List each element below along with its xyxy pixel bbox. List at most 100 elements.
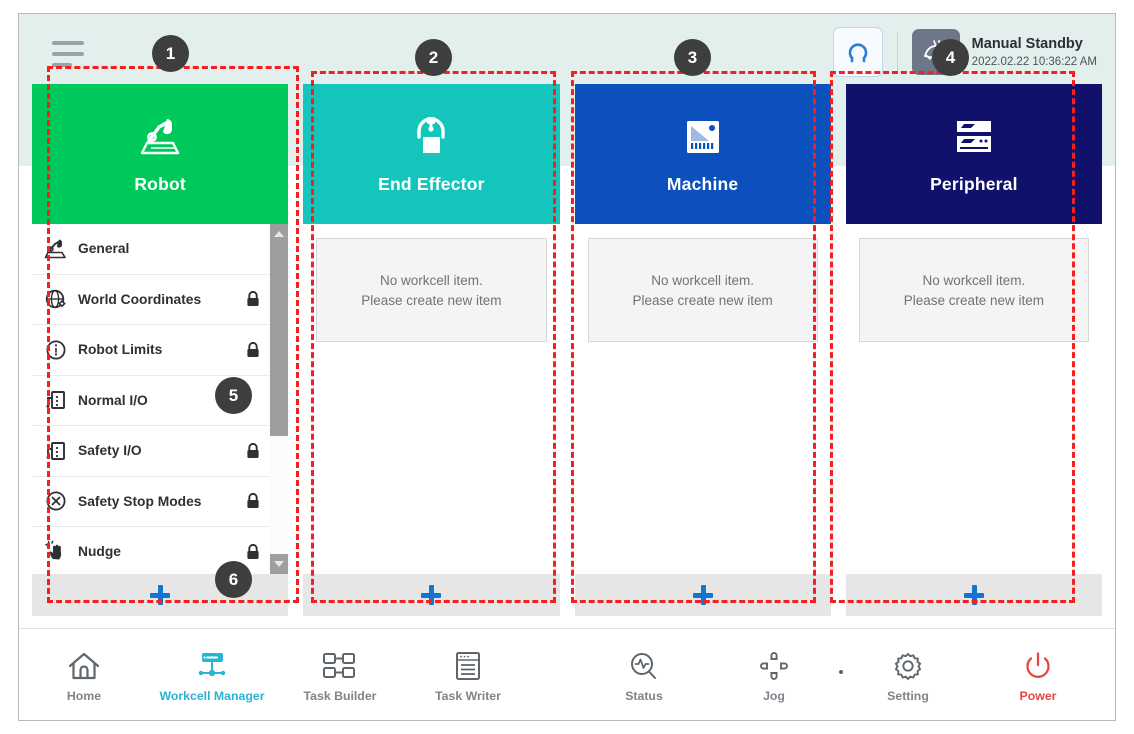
card-header-machine[interactable]: Machine xyxy=(574,84,831,224)
card-title-peripheral: Peripheral xyxy=(930,173,1018,194)
nav-item-task-builder[interactable]: Task Builder xyxy=(297,647,383,703)
hamburger-menu-icon[interactable] xyxy=(52,41,88,67)
card-header-robot[interactable]: Robot xyxy=(32,84,289,224)
list-item-general[interactable]: General xyxy=(32,224,289,275)
nav-item-power[interactable]: Power xyxy=(995,647,1081,703)
nav-label: Task Builder xyxy=(303,688,377,703)
lock-icon xyxy=(245,493,260,509)
nav-label: Workcell Manager xyxy=(159,688,265,703)
add-end-effector-item-button[interactable] xyxy=(303,574,560,616)
list-item-safety-io[interactable]: Safety I/O xyxy=(32,426,289,477)
gripper-icon xyxy=(410,114,452,160)
gripper-glyph xyxy=(417,116,446,153)
hamburger-line xyxy=(52,63,72,67)
add-peripheral-item-button[interactable] xyxy=(845,574,1102,616)
card-header-end-effector[interactable]: End Effector xyxy=(303,84,560,224)
nav-item-jog[interactable]: Jog xyxy=(731,647,817,703)
task-writer-icon xyxy=(453,647,483,681)
workcell-manager-glyph xyxy=(198,652,226,676)
nav-item-setting[interactable]: Setting xyxy=(865,647,951,703)
reset-arc-icon[interactable] xyxy=(832,27,883,77)
lock-icon xyxy=(245,543,260,560)
scroll-down-button[interactable] xyxy=(270,554,289,574)
robot-arm-icon xyxy=(137,114,183,160)
machine-icon xyxy=(682,114,724,160)
jog-dpad-glyph xyxy=(760,651,788,680)
status-magnifier-glyph xyxy=(631,652,656,679)
safety-stop-icon xyxy=(38,489,74,513)
nav-label: Power xyxy=(1019,688,1057,703)
chevron-up-icon xyxy=(274,231,285,237)
add-machine-item-button[interactable] xyxy=(574,574,831,616)
nav-item-status[interactable]: Status xyxy=(601,647,687,703)
nav-item-workcell-manager[interactable]: Workcell Manager xyxy=(159,647,265,703)
home-icon xyxy=(67,647,101,681)
lock-icon xyxy=(245,291,260,307)
empty-state-peripheral: No workcell item. Please create new item xyxy=(858,238,1089,342)
empty-line-1: No workcell item. xyxy=(922,272,1026,288)
power-glyph xyxy=(1026,651,1050,678)
list-item-robot-limits[interactable]: Robot Limits xyxy=(32,325,289,376)
task-builder-icon xyxy=(321,647,359,681)
nav-left-group: Home xyxy=(19,647,511,703)
peripheral-rack-glyph xyxy=(956,120,991,152)
column-end-effector: End Effector No workcell item. Please cr… xyxy=(303,84,560,616)
lock-icon xyxy=(245,341,260,358)
jog-dpad-icon xyxy=(757,647,791,681)
list-item-safety-stop-modes[interactable]: Safety Stop Modes xyxy=(32,476,289,527)
column-robot: Robot xyxy=(32,84,289,616)
card-body-end-effector: No workcell item. Please create new item xyxy=(303,224,560,574)
safety-stop-glyph xyxy=(46,491,66,511)
annotation-badge-6: 6 xyxy=(215,561,252,598)
empty-state-end-effector: No workcell item. Please create new item xyxy=(316,238,547,342)
nav-label: Status xyxy=(625,688,663,703)
gear-icon xyxy=(892,647,924,681)
nav-item-task-writer[interactable]: Task Writer xyxy=(425,647,511,703)
card-title-machine: Machine xyxy=(666,173,739,194)
io-port-icon xyxy=(38,388,74,412)
card-title-end-effector: End Effector xyxy=(378,173,485,194)
empty-line-1: No workcell item. xyxy=(379,272,483,288)
list-item-world-coordinates[interactable]: World Coordinates xyxy=(32,274,289,325)
card-header-peripheral[interactable]: Peripheral xyxy=(845,84,1102,224)
empty-line-2: Please create new item xyxy=(632,292,773,308)
annotation-badge-3: 3 xyxy=(674,39,711,76)
plus-icon xyxy=(692,585,713,605)
scroll-track[interactable] xyxy=(270,244,289,554)
bottom-navigation-bar: Home xyxy=(19,628,1115,720)
robot-arm-icon xyxy=(38,238,74,260)
lock-glyph xyxy=(247,543,259,559)
lock-glyph xyxy=(247,291,259,307)
scroll-thumb[interactable] xyxy=(270,244,289,437)
list-item-label: Safety I/O xyxy=(78,443,142,459)
world-coordinates-icon xyxy=(38,287,74,311)
io-port-icon xyxy=(38,439,74,463)
header-divider xyxy=(896,32,898,72)
list-item-label: Safety Stop Modes xyxy=(78,493,202,509)
hamburger-line xyxy=(52,41,84,45)
card-body-peripheral: No workcell item. Please create new item xyxy=(845,224,1102,574)
column-machine: Machine No workcell item. Please create … xyxy=(574,84,831,616)
annotation-badge-1: 1 xyxy=(152,35,189,72)
machine-glyph xyxy=(686,120,719,153)
teach-pendant-device: Manual Standby 2022.02.22 10:36:22 AM xyxy=(18,13,1116,721)
nav-label: Task Writer xyxy=(435,688,501,703)
plus-icon xyxy=(963,585,984,605)
empty-state-machine: No workcell item. Please create new item xyxy=(587,238,818,342)
plus-icon xyxy=(421,585,442,605)
lock-icon xyxy=(245,442,260,459)
list-item-nudge[interactable]: Nudge xyxy=(32,527,289,574)
robot-list-scrollbar[interactable] xyxy=(270,224,289,574)
nav-item-home[interactable]: Home xyxy=(41,647,127,703)
card-title-robot: Robot xyxy=(134,173,186,194)
scroll-up-button[interactable] xyxy=(270,224,289,244)
chevron-down-icon xyxy=(274,561,285,567)
io-port-glyph xyxy=(46,441,65,460)
nav-label: Jog xyxy=(763,688,785,703)
annotation-badge-4: 4 xyxy=(932,39,969,76)
workcell-manager-icon xyxy=(194,647,230,681)
list-item-label: World Coordinates xyxy=(78,291,202,307)
home-glyph xyxy=(68,652,100,679)
nudge-hand-icon xyxy=(38,540,74,564)
